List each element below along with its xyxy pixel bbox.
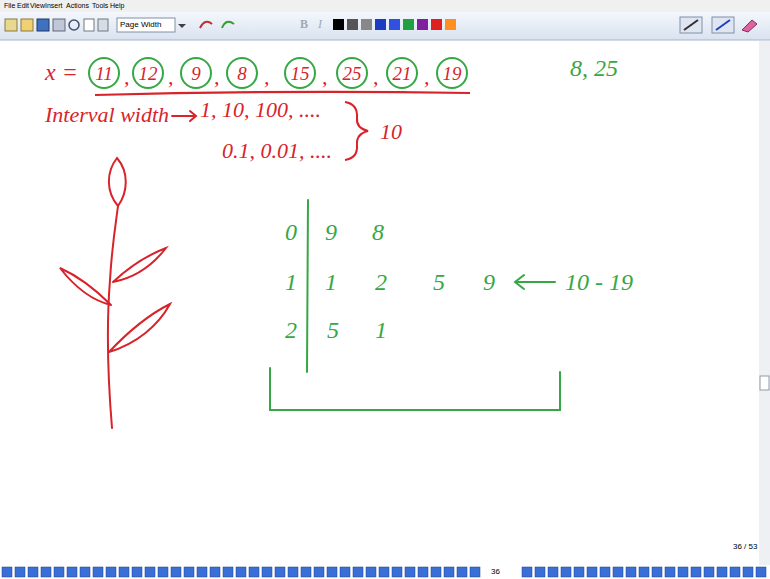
note-heading: Interval width: [45, 104, 169, 126]
circled-value: 15: [284, 57, 316, 89]
leaf: 2: [375, 270, 387, 294]
toolbar: [0, 12, 770, 40]
italic-button: I: [318, 18, 322, 30]
min-max-note: 8, 25: [570, 56, 618, 80]
underline: [95, 92, 470, 95]
circled-value: 9: [180, 57, 212, 89]
plant-drawing: [60, 158, 170, 428]
value-text: 15: [291, 64, 310, 83]
stem: 0: [285, 220, 297, 244]
value-text: 9: [191, 64, 201, 83]
variable-name: x =: [45, 60, 78, 84]
toolbar-border: [0, 40, 770, 41]
value-text: 8: [237, 64, 247, 83]
leaf: 5: [433, 270, 445, 294]
pointer-arrow: [172, 111, 196, 121]
value-text: 11: [95, 64, 113, 83]
circled-value: 21: [386, 57, 418, 89]
menu-item: View: [30, 2, 45, 9]
stem: 1: [285, 270, 297, 294]
value-text: 19: [443, 64, 462, 83]
scroll-thumb: [760, 376, 769, 390]
value-text: 21: [393, 64, 412, 83]
comma: ,: [424, 66, 430, 88]
scrollbar: [759, 41, 770, 565]
width-options: 1, 10, 100, ....: [200, 99, 321, 121]
bottom-blocks: [2, 567, 766, 577]
comma: ,: [168, 66, 174, 88]
menu-bar: [0, 0, 770, 12]
range-note: 10 - 19: [565, 270, 633, 294]
page-counter: 36 / 53: [733, 543, 757, 551]
leaf: 1: [375, 318, 387, 342]
comma: ,: [322, 66, 328, 88]
value-text: 12: [139, 64, 158, 83]
chosen-width: 10: [380, 121, 402, 143]
circled-value: 8: [226, 57, 258, 89]
toolbar-icons: [5, 17, 757, 33]
menu-item: Insert: [45, 2, 63, 9]
leaf: 1: [325, 270, 337, 294]
bottom-bar: [0, 565, 770, 579]
leaf: 9: [483, 270, 495, 294]
leaf: 8: [372, 220, 384, 244]
width-options: 0.1, 0.01, ....: [222, 140, 332, 162]
value-text: 25: [343, 64, 362, 83]
comma: ,: [373, 66, 379, 88]
circled-value: 12: [132, 57, 164, 89]
zoom-dropdown: Page Width: [120, 21, 161, 29]
comma: ,: [264, 66, 270, 88]
brace: [345, 102, 368, 160]
comma: ,: [124, 66, 130, 88]
menu-item: File: [4, 2, 15, 9]
comma: ,: [214, 66, 220, 88]
leaf: 9: [325, 220, 337, 244]
menu-item: Edit: [17, 2, 29, 9]
stem-leaf-lines: [270, 200, 560, 410]
menu-item: Help: [110, 2, 124, 9]
stem: 2: [285, 318, 297, 342]
bold-button: B: [300, 18, 308, 30]
page-number: 36: [491, 568, 500, 576]
circled-value: 11: [88, 57, 120, 89]
leaf: 5: [327, 318, 339, 342]
circled-value: 25: [336, 57, 368, 89]
menu-item: Tools: [92, 2, 108, 9]
circled-value: 19: [436, 57, 468, 89]
menu-item: Actions: [66, 2, 89, 9]
